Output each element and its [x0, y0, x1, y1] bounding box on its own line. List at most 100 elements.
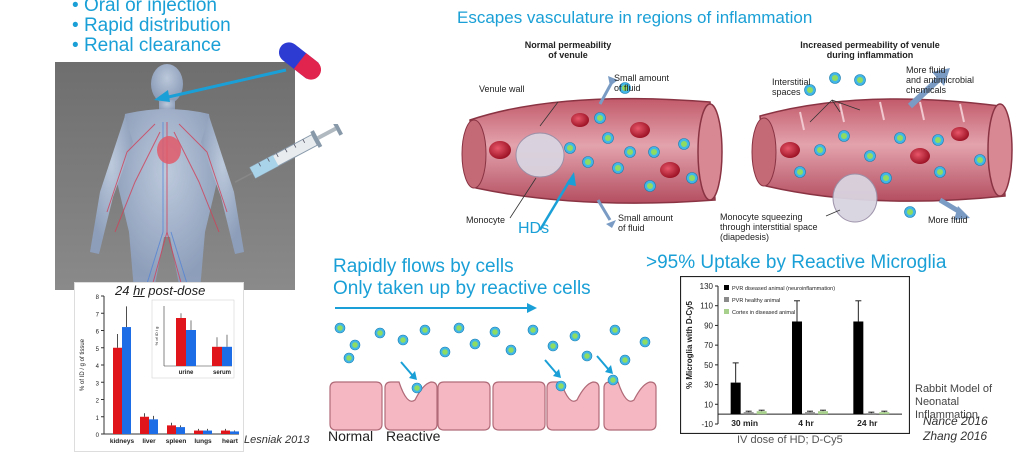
- bio-y-tick-label: 8: [96, 295, 100, 301]
- hd-particle: [555, 380, 567, 392]
- hd-particle: [374, 327, 386, 339]
- hd-particle: [678, 138, 690, 150]
- bio-inset-bar: [176, 318, 186, 366]
- bio-category-label: kidneys: [110, 438, 135, 445]
- bullet-clearance: • Renal clearance: [72, 35, 222, 56]
- hd-particle: [343, 352, 355, 364]
- reactive-cell: [546, 381, 600, 431]
- rabbit-model-line1: Rabbit Model of: [915, 383, 993, 395]
- nance-ref: Nance 2016: [923, 414, 988, 428]
- bio-category-label: spleen: [166, 438, 187, 445]
- pill-icon: [278, 42, 322, 80]
- hd-particle: [794, 166, 806, 178]
- hd-particle: [648, 146, 660, 158]
- microglia-legend-swatch: [724, 309, 729, 314]
- bio-bar: [149, 419, 158, 434]
- hd-particle: [619, 82, 631, 94]
- microglia-bar: [853, 321, 864, 415]
- bio-inset-bar: [212, 346, 222, 366]
- hd-particle: [505, 344, 517, 356]
- hd-particle: [804, 84, 816, 96]
- microglia-bar: [756, 411, 767, 415]
- hd-particle: [624, 146, 636, 158]
- hd-particle: [814, 144, 826, 156]
- bullet-oral: • Oral or injection: [72, 0, 217, 16]
- bio-y-label: % of ID / g of tissue: [80, 338, 86, 391]
- microglia-title: >95% Uptake by Reactive Microglia: [646, 252, 947, 273]
- monocyte-label: Monocyte: [466, 215, 506, 225]
- hd-particle: [453, 322, 465, 334]
- bio-y-tick-label: 2: [96, 399, 100, 405]
- normal-cell: [329, 381, 383, 431]
- flow-line-1: Rapidly flows by cells: [333, 256, 514, 277]
- interstitial-label: Interstitial spaces: [772, 77, 811, 97]
- hd-particle: [582, 156, 594, 168]
- hd-particle: [829, 72, 841, 84]
- bio-bar: [113, 347, 122, 434]
- delivery-bullets: • Oral or injection • Rapid distribution…: [72, 0, 231, 56]
- normal-cell: [437, 381, 491, 431]
- hd-particle: [397, 334, 409, 346]
- microglia-bar: [792, 321, 802, 415]
- cell-flow-diagram: [329, 303, 657, 431]
- microglia-legend-swatch: [724, 285, 729, 290]
- hd-particle: [639, 336, 651, 348]
- hd-particle: [854, 74, 866, 86]
- biodistribution-title: 24 hr post-dose: [115, 283, 206, 298]
- hds-label: HDs: [518, 220, 550, 237]
- lesniak-citation: Lesniak 2013: [244, 434, 310, 446]
- microglia-y-tick-label: 30: [704, 381, 713, 390]
- syringe-icon: [234, 124, 343, 183]
- bio-bar: [230, 431, 239, 434]
- rabbit-refs: Nance 2016 Zhang 2016: [923, 414, 988, 444]
- hd-particle: [974, 154, 986, 166]
- microglia-y-tick-label: 130: [700, 282, 714, 291]
- hd-particle: [880, 172, 892, 184]
- bio-bar: [194, 430, 203, 434]
- bio-category-label: heart: [222, 438, 239, 445]
- hd-particle: [334, 322, 346, 334]
- normal-venule: [461, 76, 723, 228]
- bio-bar: [167, 425, 176, 434]
- microglia-bar: [730, 382, 741, 415]
- microglia-bar: [818, 411, 828, 415]
- hd-particle: [838, 130, 850, 142]
- bio-inset-bar: [186, 330, 196, 366]
- normal-cell: [492, 381, 546, 431]
- hd-particle: [527, 324, 539, 336]
- hd-particle: [602, 132, 614, 144]
- microglia-legend-label: PVR healthy animal: [732, 298, 780, 304]
- venule-wall-label: Venule wall: [479, 84, 525, 94]
- microglia-y-tick-label: -10: [701, 420, 713, 429]
- heart-illustration: [157, 136, 181, 164]
- microglia-y-tick-label: 110: [700, 302, 713, 311]
- microglia-bar: [866, 413, 877, 415]
- bio-bar: [221, 430, 230, 434]
- rabbit-model-text: Rabbit Model of Neonatal Inflammation: [915, 383, 1024, 422]
- small-fluid-bottom-label: Small amount of fluid: [618, 213, 674, 233]
- hd-particle: [612, 162, 624, 174]
- normal-heading: Normal permeability of venule: [524, 40, 612, 60]
- flow-line-2: Only taken up by reactive cells: [333, 278, 591, 299]
- hd-particle: [469, 338, 481, 350]
- reactive-cell-label: Reactive: [386, 428, 441, 444]
- monocyte-squeezing-label: Monocyte squeezing through interstitial …: [720, 212, 818, 242]
- hd-particle: [439, 346, 451, 358]
- microglia-category-label: 24 hr: [857, 418, 878, 428]
- bio-y-tick-label: 5: [96, 347, 100, 353]
- bio-bar: [140, 416, 149, 434]
- microglia-caption: IV dose of HD; D-Cy5: [737, 434, 843, 446]
- hd-particle: [686, 172, 698, 184]
- bio-inset-y-label: % of ID / g: [154, 327, 159, 346]
- hd-particle: [934, 166, 946, 178]
- hd-particle: [564, 142, 576, 154]
- microglia-bar: [743, 412, 754, 415]
- bio-inset-bar: [222, 346, 232, 366]
- bio-bar: [176, 427, 185, 434]
- hd-particle: [607, 374, 619, 386]
- bio-y-tick-label: 3: [96, 381, 100, 387]
- microglia-y-label: % Microglia with D-Cy5: [685, 300, 694, 389]
- microglia-bar: [879, 412, 890, 415]
- reactive-cell: [384, 381, 438, 431]
- microglia-category-label: 30 min: [731, 418, 758, 428]
